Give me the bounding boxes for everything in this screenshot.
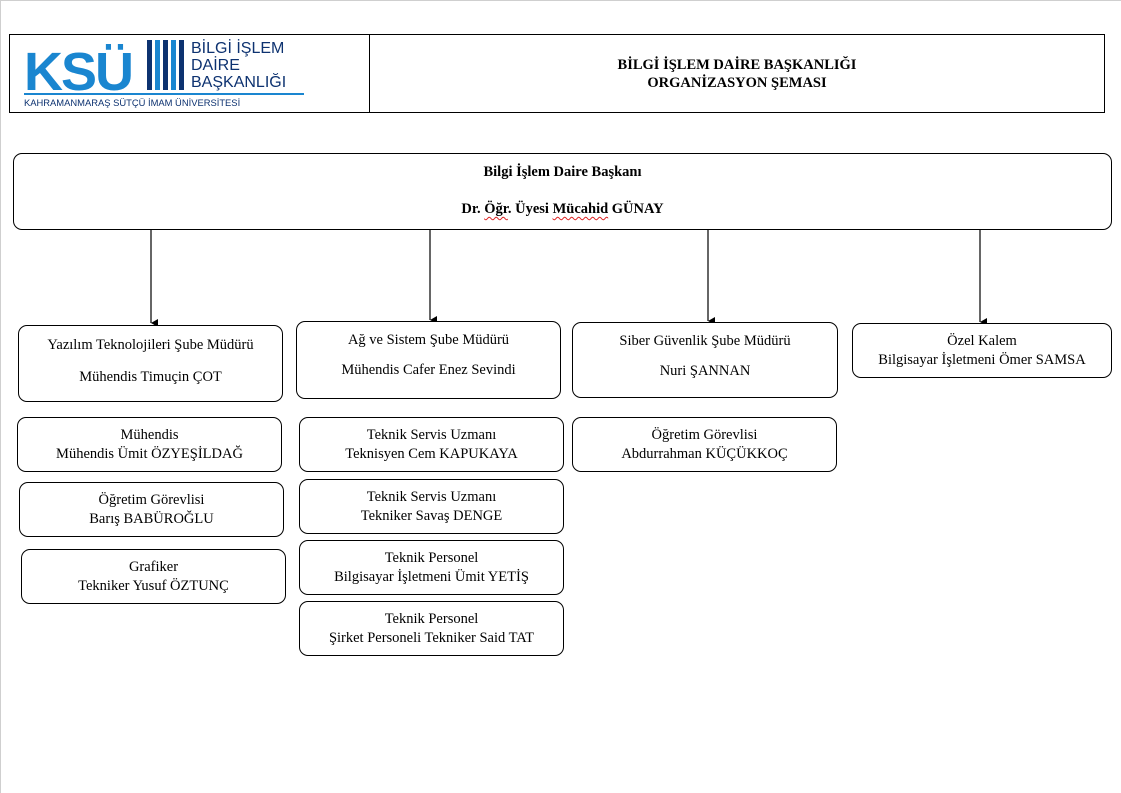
head-role: Bilgi İşlem Daire Başkanı (483, 164, 642, 180)
logo-unit-line1: BİLGİ İŞLEM (191, 38, 284, 57)
manager-role: Yazılım Teknolojileri Şube Müdürü (47, 337, 254, 353)
department-head-box: Bilgi İşlem Daire Başkanı Dr. Öğr. Üyesi… (13, 153, 1112, 230)
manager-name: Mühendis Timuçin ÇOT (79, 369, 222, 385)
manager-role: Özel Kalem (947, 332, 1017, 349)
staff-title: Teknik Servis Uzmanı (366, 488, 497, 505)
staff-box: Teknik Personel Şirket Personeli Teknike… (299, 601, 564, 656)
logo-unit-line2: DAİRE (191, 55, 240, 74)
logo-acronym: KSÜ (24, 42, 132, 102)
staff-title: Öğretim Görevlisi (98, 491, 205, 508)
security-manager-box: Siber Güvenlik Şube Müdürü Nuri ŞANNAN (572, 322, 838, 398)
header-title: BİLGİ İŞLEM DAİRE BAŞKANLIĞI ORGANİZASYO… (370, 35, 1104, 112)
header-table: KSÜ BİLGİ İŞLEM DAİRE BAŞKANLIĞI KAHRAMA… (9, 34, 1105, 113)
staff-name: Bilgisayar İşletmeni Ümit YETİŞ (334, 568, 529, 585)
staff-box: Teknik Servis Uzmanı Tekniker Savaş DENG… (299, 479, 564, 534)
staff-title: Teknik Personel (384, 549, 479, 566)
staff-box: Mühendis Mühendis Ümit ÖZYEŞİLDAĞ (17, 417, 282, 472)
manager-name: Bilgisayar İşletmeni Ömer SAMSA (878, 351, 1086, 368)
staff-title: Teknik Personel (384, 610, 479, 627)
page-edge (0, 0, 1, 793)
software-manager-box: Yazılım Teknolojileri Şube Müdürü Mühend… (18, 325, 283, 402)
title-line-2: ORGANİZASYON ŞEMASI (647, 74, 827, 91)
logo-university: KAHRAMANMARAŞ SÜTÇÜ İMAM ÜNİVERSİTESİ (24, 97, 240, 108)
staff-name: Abdurrahman KÜÇÜKKOÇ (621, 445, 788, 462)
logo-stripes (147, 40, 184, 90)
staff-title: Mühendis (120, 426, 179, 443)
staff-name: Barış BABÜROĞLU (89, 510, 214, 527)
page-edge (0, 0, 1121, 1)
logo-cell: KSÜ BİLGİ İŞLEM DAİRE BAŞKANLIĞI KAHRAMA… (10, 35, 370, 112)
manager-name: Nuri ŞANNAN (659, 363, 751, 379)
staff-name: Tekniker Savaş DENGE (360, 507, 503, 524)
staff-title: Grafiker (128, 558, 179, 575)
staff-title: Teknik Servis Uzmanı (366, 426, 497, 443)
ksu-logo: KSÜ BİLGİ İŞLEM DAİRE BAŞKANLIĞI KAHRAMA… (24, 38, 304, 108)
manager-role: Siber Güvenlik Şube Müdürü (619, 333, 791, 349)
staff-name: Tekniker Yusuf ÖZTUNÇ (78, 577, 229, 594)
staff-box: Grafiker Tekniker Yusuf ÖZTUNÇ (21, 549, 286, 604)
private-office-box: Özel Kalem Bilgisayar İşletmeni Ömer SAM… (852, 323, 1112, 378)
logo-unit-line3: BAŞKANLIĞI (191, 72, 286, 91)
staff-box: Öğretim Görevlisi Barış BABÜROĞLU (19, 482, 284, 537)
staff-name: Mühendis Ümit ÖZYEŞİLDAĞ (56, 445, 243, 462)
staff-title: Öğretim Görevlisi (651, 426, 758, 443)
manager-role: Ağ ve Sistem Şube Müdürü (347, 332, 510, 348)
staff-box: Teknik Servis Uzmanı Teknisyen Cem KAPUK… (299, 417, 564, 472)
network-manager-box: Ağ ve Sistem Şube Müdürü Mühendis Cafer … (296, 321, 561, 399)
staff-name: Teknisyen Cem KAPUKAYA (345, 445, 518, 462)
head-name: Dr. Öğr. Üyesi Mücahid GÜNAY (461, 201, 664, 217)
staff-name: Şirket Personeli Tekniker Said TAT (328, 629, 535, 646)
staff-box: Teknik Personel Bilgisayar İşletmeni Ümi… (299, 540, 564, 595)
title-line-1: BİLGİ İŞLEM DAİRE BAŞKANLIĞI (617, 56, 857, 73)
manager-name: Mühendis Cafer Enez Sevindi (341, 362, 516, 378)
staff-box: Öğretim Görevlisi Abdurrahman KÜÇÜKKOÇ (572, 417, 837, 472)
